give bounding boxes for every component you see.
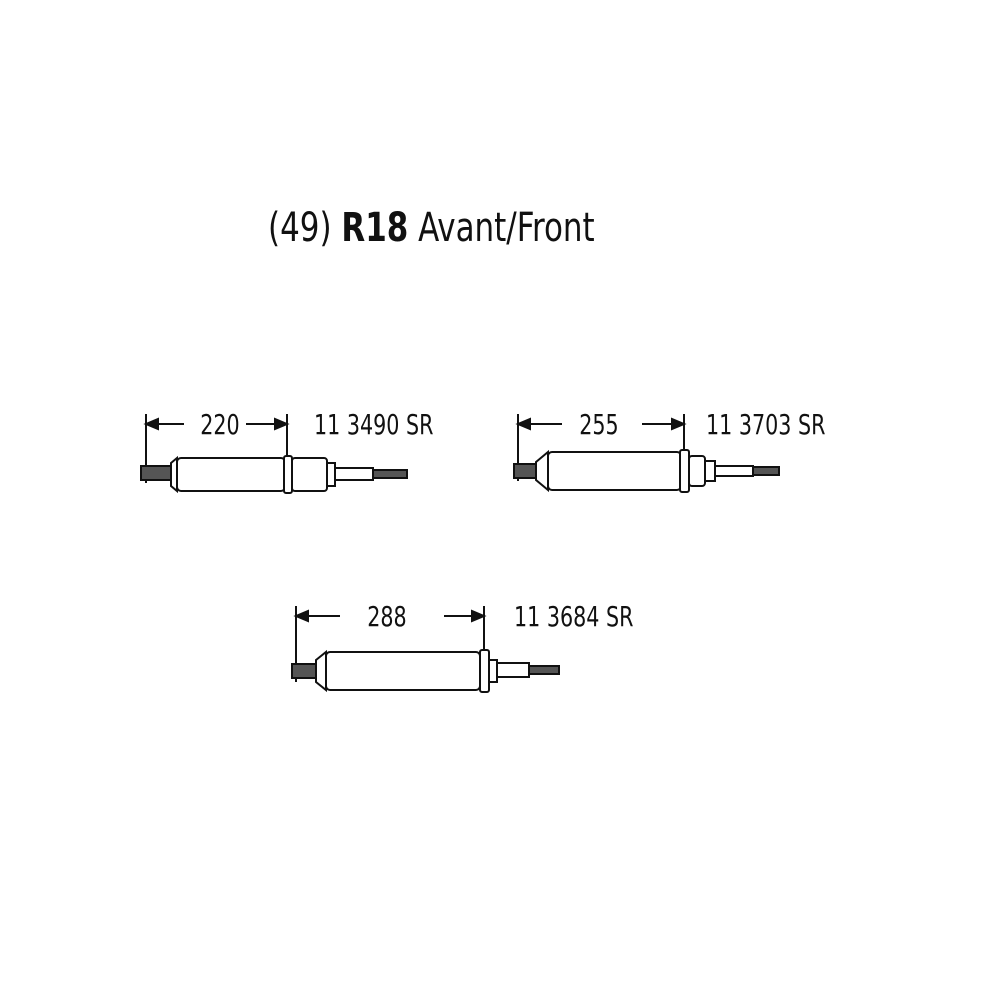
dimension-label-2: 255 — [579, 408, 619, 441]
title-model: R18 — [341, 205, 409, 251]
dimension-label-3: 288 — [367, 600, 407, 633]
part-number-1: 11 3490 SR — [314, 408, 434, 441]
shock-absorber-part-1: 220 11 3490 SR — [140, 408, 500, 518]
part-number-3: 11 3684 SR — [514, 600, 634, 633]
shock-absorber-drawing-3 — [291, 606, 560, 693]
title-prefix: (49) — [268, 205, 332, 251]
shock-absorber-drawing-1 — [140, 414, 408, 494]
title-suffix: Avant/Front — [418, 205, 595, 251]
shock-absorber-drawing-2 — [513, 414, 780, 493]
shock-absorber-part-3: 288 11 3684 SR — [291, 600, 652, 710]
part-number-2: 11 3703 SR — [706, 408, 826, 441]
dimension-label-1: 220 — [200, 408, 240, 441]
shock-absorber-part-2: 255 11 3703 SR — [513, 408, 874, 518]
diagram-title: (49) R18 Avant/Front — [268, 200, 595, 256]
